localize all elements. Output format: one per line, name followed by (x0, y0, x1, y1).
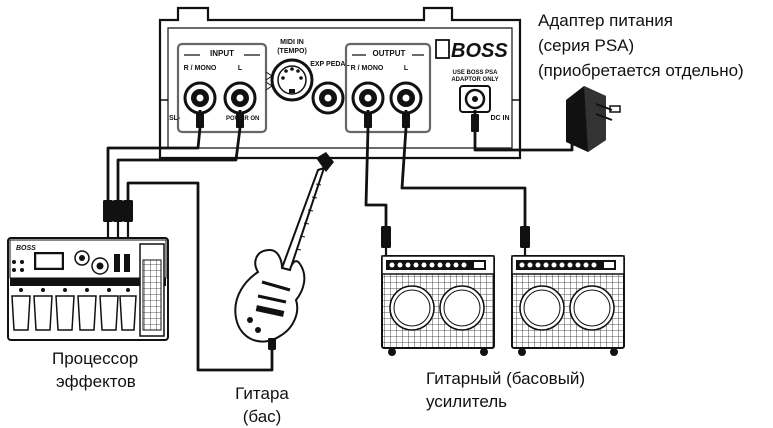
midi-in-section: MIDI IN (TEMPO) (265, 39, 314, 102)
adapter-label-line3: (приобретается отдельно) (538, 61, 744, 80)
dc-in-section: USE BOSS PSA ADAPTOR ONLY DC IN (451, 70, 509, 122)
adaptor-only-label: ADAPTOR ONLY (451, 77, 498, 83)
amp-label-line1: Гитарный (басовый) (426, 369, 585, 388)
midi-tempo-label: (TEMPO) (277, 48, 307, 55)
output-label: OUTPUT (373, 49, 406, 58)
dc-in-jack[interactable] (459, 85, 491, 113)
unit-plugs (196, 112, 479, 132)
amp-label-line2: усилитель (426, 392, 507, 411)
guitar-label-line2: (бас) (243, 407, 282, 426)
input-rmono-label: R / MONO (184, 65, 217, 72)
processor-label-line1: Процессор (52, 349, 138, 368)
guitar-amp-right (511, 255, 625, 356)
side-mark: SL- (169, 115, 181, 122)
input-l-label: L (238, 65, 243, 72)
adapter-label-line2: (серия PSA) (538, 36, 634, 55)
exp-pedal-jack[interactable] (311, 81, 345, 115)
exp-pedal-label: EXP PEDAL (310, 61, 350, 68)
electric-guitar-icon (234, 152, 334, 350)
output-rmono-label: R / MONO (351, 65, 384, 72)
input-label: INPUT (210, 49, 234, 58)
guitar-amp-left (381, 255, 495, 356)
input-section: INPUT R / MONO L (176, 42, 268, 134)
input-l-jack[interactable] (223, 81, 257, 115)
midi-in-label: MIDI IN (280, 39, 304, 46)
adapter-label-line1: Адаптер питания (538, 11, 673, 30)
midi-in-jack[interactable] (270, 58, 314, 102)
ac-adapter-icon (566, 86, 621, 152)
dc-in-label: DC IN (490, 115, 509, 122)
cable-processor-guitar (126, 181, 274, 372)
amp-plugs (381, 226, 530, 258)
pedal-unit: INPUT R / MONO L SL- POWER ON MIDI IN (T… (158, 6, 522, 160)
use-boss-psa-label: USE BOSS PSA (452, 70, 498, 76)
output-section: OUTPUT R / MONO L (344, 42, 432, 134)
boss-brand: BOSS (451, 40, 508, 62)
guitar-label-line1: Гитара (235, 384, 289, 403)
exp-pedal-section: EXP PEDAL (310, 61, 350, 115)
boss-logo: BOSS (435, 39, 508, 62)
output-rmono-jack[interactable] (351, 81, 385, 115)
processor-plugs (103, 200, 133, 238)
processor-brand: BOSS (16, 245, 36, 252)
output-l-jack[interactable] (389, 81, 423, 115)
effects-processor-icon: BOSS (7, 237, 169, 341)
output-l-label: L (404, 65, 409, 72)
input-rmono-jack[interactable] (183, 81, 217, 115)
processor-label-line2: эффектов (56, 372, 136, 391)
